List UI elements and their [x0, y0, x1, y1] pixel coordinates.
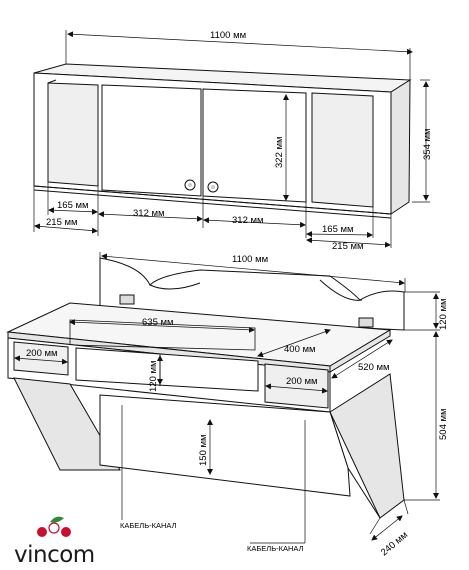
niche-left-label: 165 мм — [57, 200, 89, 211]
desk-total-height-label: 504 мм — [438, 408, 449, 440]
compartment-width-label: 635 мм — [142, 317, 174, 328]
door-height-label: 322 мм — [274, 136, 285, 168]
desk-width-label: 1100 мм — [232, 254, 268, 265]
vincom-logo: vincom — [14, 516, 95, 568]
right-niche-label: 200 мм — [286, 376, 318, 387]
shelf-depth-label: 400 мм — [284, 344, 316, 355]
shelf-dimension-lines — [33, 30, 430, 248]
door-left-label: 312 мм — [133, 208, 165, 219]
shelf-height-label: 354 мм — [422, 128, 433, 160]
leg-gap-label: 150 мм — [198, 434, 209, 466]
shelf-width-label: 1100 мм — [210, 30, 246, 41]
niche-right-label: 165 мм — [322, 224, 354, 235]
left-niche-label: 200 мм — [26, 348, 58, 359]
cable-channel-label-left: КАБЕЛЬ-КАНАЛ — [120, 521, 177, 530]
desk-depth-label: 520 мм — [358, 362, 390, 373]
door-right-label: 312 мм — [232, 215, 264, 226]
desk-top-height-label: 120 мм — [438, 298, 449, 330]
cable-channel-label-right: КАБЕЛЬ-КАНАЛ — [247, 544, 304, 553]
side-left-label: 215 мм — [46, 217, 78, 228]
side-right-label: 215 мм — [332, 241, 364, 252]
inner-height-label: 120 мм — [148, 360, 159, 392]
logo-text: vincom — [14, 542, 95, 568]
berry-icon — [37, 516, 71, 537]
wall-shelf-unit — [33, 63, 412, 219]
wall-desk-unit — [6, 257, 405, 519]
desk-dimension-lines — [14, 252, 440, 544]
base-depth-label: 240 мм — [379, 530, 410, 559]
